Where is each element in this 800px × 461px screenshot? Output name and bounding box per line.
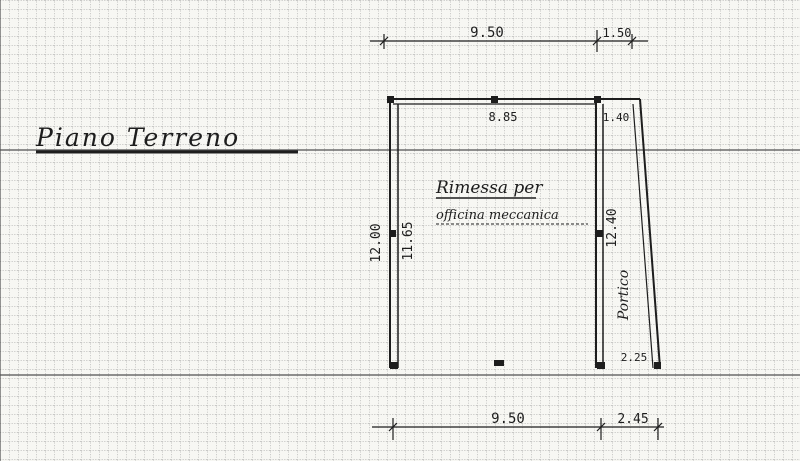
room-label-line2: officina meccanica [436,208,559,223]
dim-inner-top: 8.85 [489,110,518,124]
dim-bottom-side: 2.45 [617,412,648,427]
top-dimension-line [370,30,648,52]
bottom-dimension-line [372,418,664,440]
dim-right-inner: 12.40 [605,208,620,247]
dim-inner-top-right: 1.40 [603,111,630,124]
pillar [597,362,605,369]
pillar [494,360,504,366]
dim-top-side: 1.50 [603,26,632,40]
pillar [491,96,498,103]
pillar [654,362,661,369]
pillar [597,230,603,237]
plan-title: Piano Terreno [35,123,240,152]
pillar [594,96,601,103]
portico-outer-edge [639,98,661,369]
portico-label: Portico [616,270,632,321]
room-label-line1: Rimessa per [435,178,543,198]
dim-bottom-right-small: 2.25 [621,351,648,364]
dim-left-outer: 12.00 [369,223,384,262]
pillar [387,96,394,103]
pillars [387,96,661,369]
dim-left-inner: 11.65 [401,221,416,260]
dim-top-main: 9.50 [470,25,504,41]
dim-bottom-main: 9.50 [491,411,525,427]
pillar [390,230,396,237]
pillar [390,362,398,369]
